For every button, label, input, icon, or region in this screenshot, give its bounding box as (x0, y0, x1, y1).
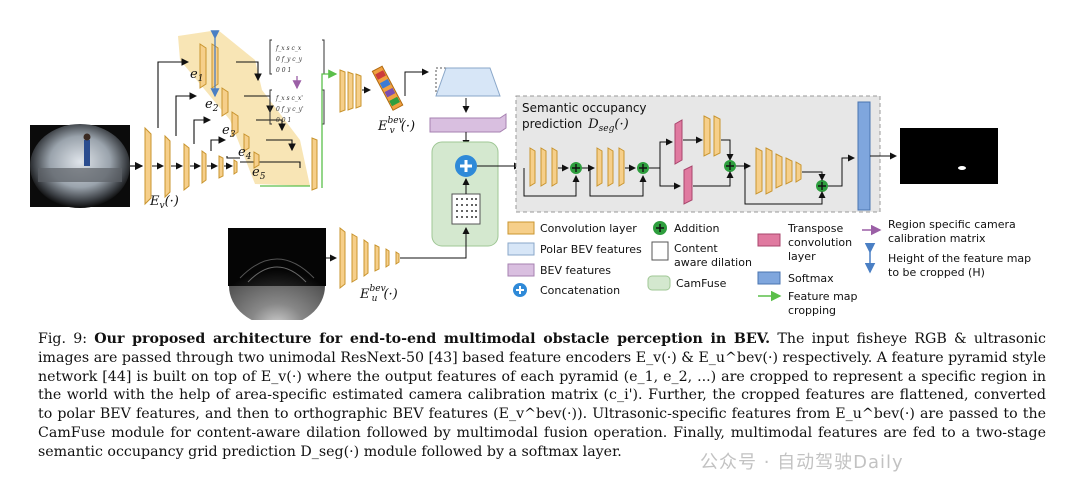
legend-dilation-icon (651, 241, 669, 261)
caption-fig-label: Fig. 9: (38, 331, 88, 347)
caption-body: The input fisheye RGB & ultrasonic image… (38, 331, 1046, 460)
ultrasonic-image (228, 228, 326, 320)
decoder-stage-1 (523, 147, 649, 197)
svg-text:0 0 1: 0 0 1 (276, 117, 291, 124)
legend-crop-label-2: cropping (788, 304, 836, 317)
legend-camfuse-swatch (647, 275, 671, 291)
rgb-encoder (144, 126, 238, 206)
legend-transpose-label-1: Transpose (787, 222, 844, 235)
legend-polar-swatch (507, 242, 535, 256)
legend-dilation-label-1: Content (674, 242, 718, 255)
svg-text:0 0 1: 0 0 1 (276, 67, 291, 74)
legend-transpose-label-3: layer (788, 250, 816, 263)
legend-transpose-label-2: convolution (788, 236, 852, 249)
legend-softmax-label: Softmax (788, 272, 834, 285)
legend-dilation-label-2: aware dilation (674, 256, 752, 269)
legend-calib-label-2: calibration matrix (888, 232, 986, 245)
legend-polar-label: Polar BEV features (540, 243, 642, 256)
legend-crop-label-1: Feature map (788, 290, 858, 303)
legend-bev-label: BEV features (540, 264, 611, 277)
legend-bev-swatch (507, 263, 535, 277)
legend-transpose-swatch (757, 233, 781, 247)
seg-box-title-line1: Semantic occupancy (522, 101, 647, 115)
legend-calib-label-1: Region specific camera (888, 218, 1016, 231)
ultrasonic-encoder (339, 226, 470, 290)
watermark: 公众号 · 自动驾驶Daily (700, 452, 904, 473)
pyramid-output (260, 69, 338, 191)
polar-bev-features (435, 67, 501, 97)
legend-camfuse-label: CamFuse (676, 277, 727, 290)
architecture-diagram: Ev(·) e1 e2 e3 e4 e5 f_x s c_x (30, 30, 1031, 320)
camera-matrix-top: f_x s c_x 0 f_y c_y 0 0 1 (269, 39, 325, 75)
svg-text:f_x s c_x: f_x s c_x (275, 45, 302, 52)
concatenation-icon (455, 155, 477, 177)
bev-encoder (339, 65, 404, 113)
decoder-stage-2 (649, 115, 855, 205)
svg-text:0 f_y c_y: 0 f_y c_y (276, 56, 303, 63)
fisheye-rgb-image (30, 124, 130, 208)
camera-matrix-bottom: f_x s c_x' 0 f_y c_y' 0 0 1 (269, 89, 325, 125)
legend-height-label-1: Height of the feature map (888, 252, 1031, 265)
legend-softmax-swatch (757, 271, 781, 285)
dilation-dots (456, 198, 477, 218)
legend-addition-label: Addition (674, 222, 719, 235)
to-polar-arrow (404, 68, 429, 96)
legend-concat-label: Concatenation (540, 284, 620, 297)
legend: Convolution layer Polar BEV features BEV… (507, 218, 1031, 317)
caption-title: Our proposed architecture for end-to-end… (94, 331, 771, 347)
svg-text:f_x s c_x': f_x s c_x' (275, 95, 303, 102)
rgb-encoder-label: Ev(·) (149, 194, 179, 211)
svg-text:0 f_y c_y': 0 f_y c_y' (276, 106, 304, 113)
legend-height-label-2: to be cropped (H) (888, 266, 985, 279)
occupancy-output (900, 128, 998, 184)
softmax-layer (857, 101, 871, 211)
bev-feature-slab (429, 113, 507, 133)
pyramid-blocks (199, 30, 260, 169)
figure-caption: Fig. 9: Our proposed architecture for en… (38, 330, 1046, 462)
legend-conv-label: Convolution layer (540, 222, 637, 235)
legend-conv-swatch (507, 221, 535, 235)
